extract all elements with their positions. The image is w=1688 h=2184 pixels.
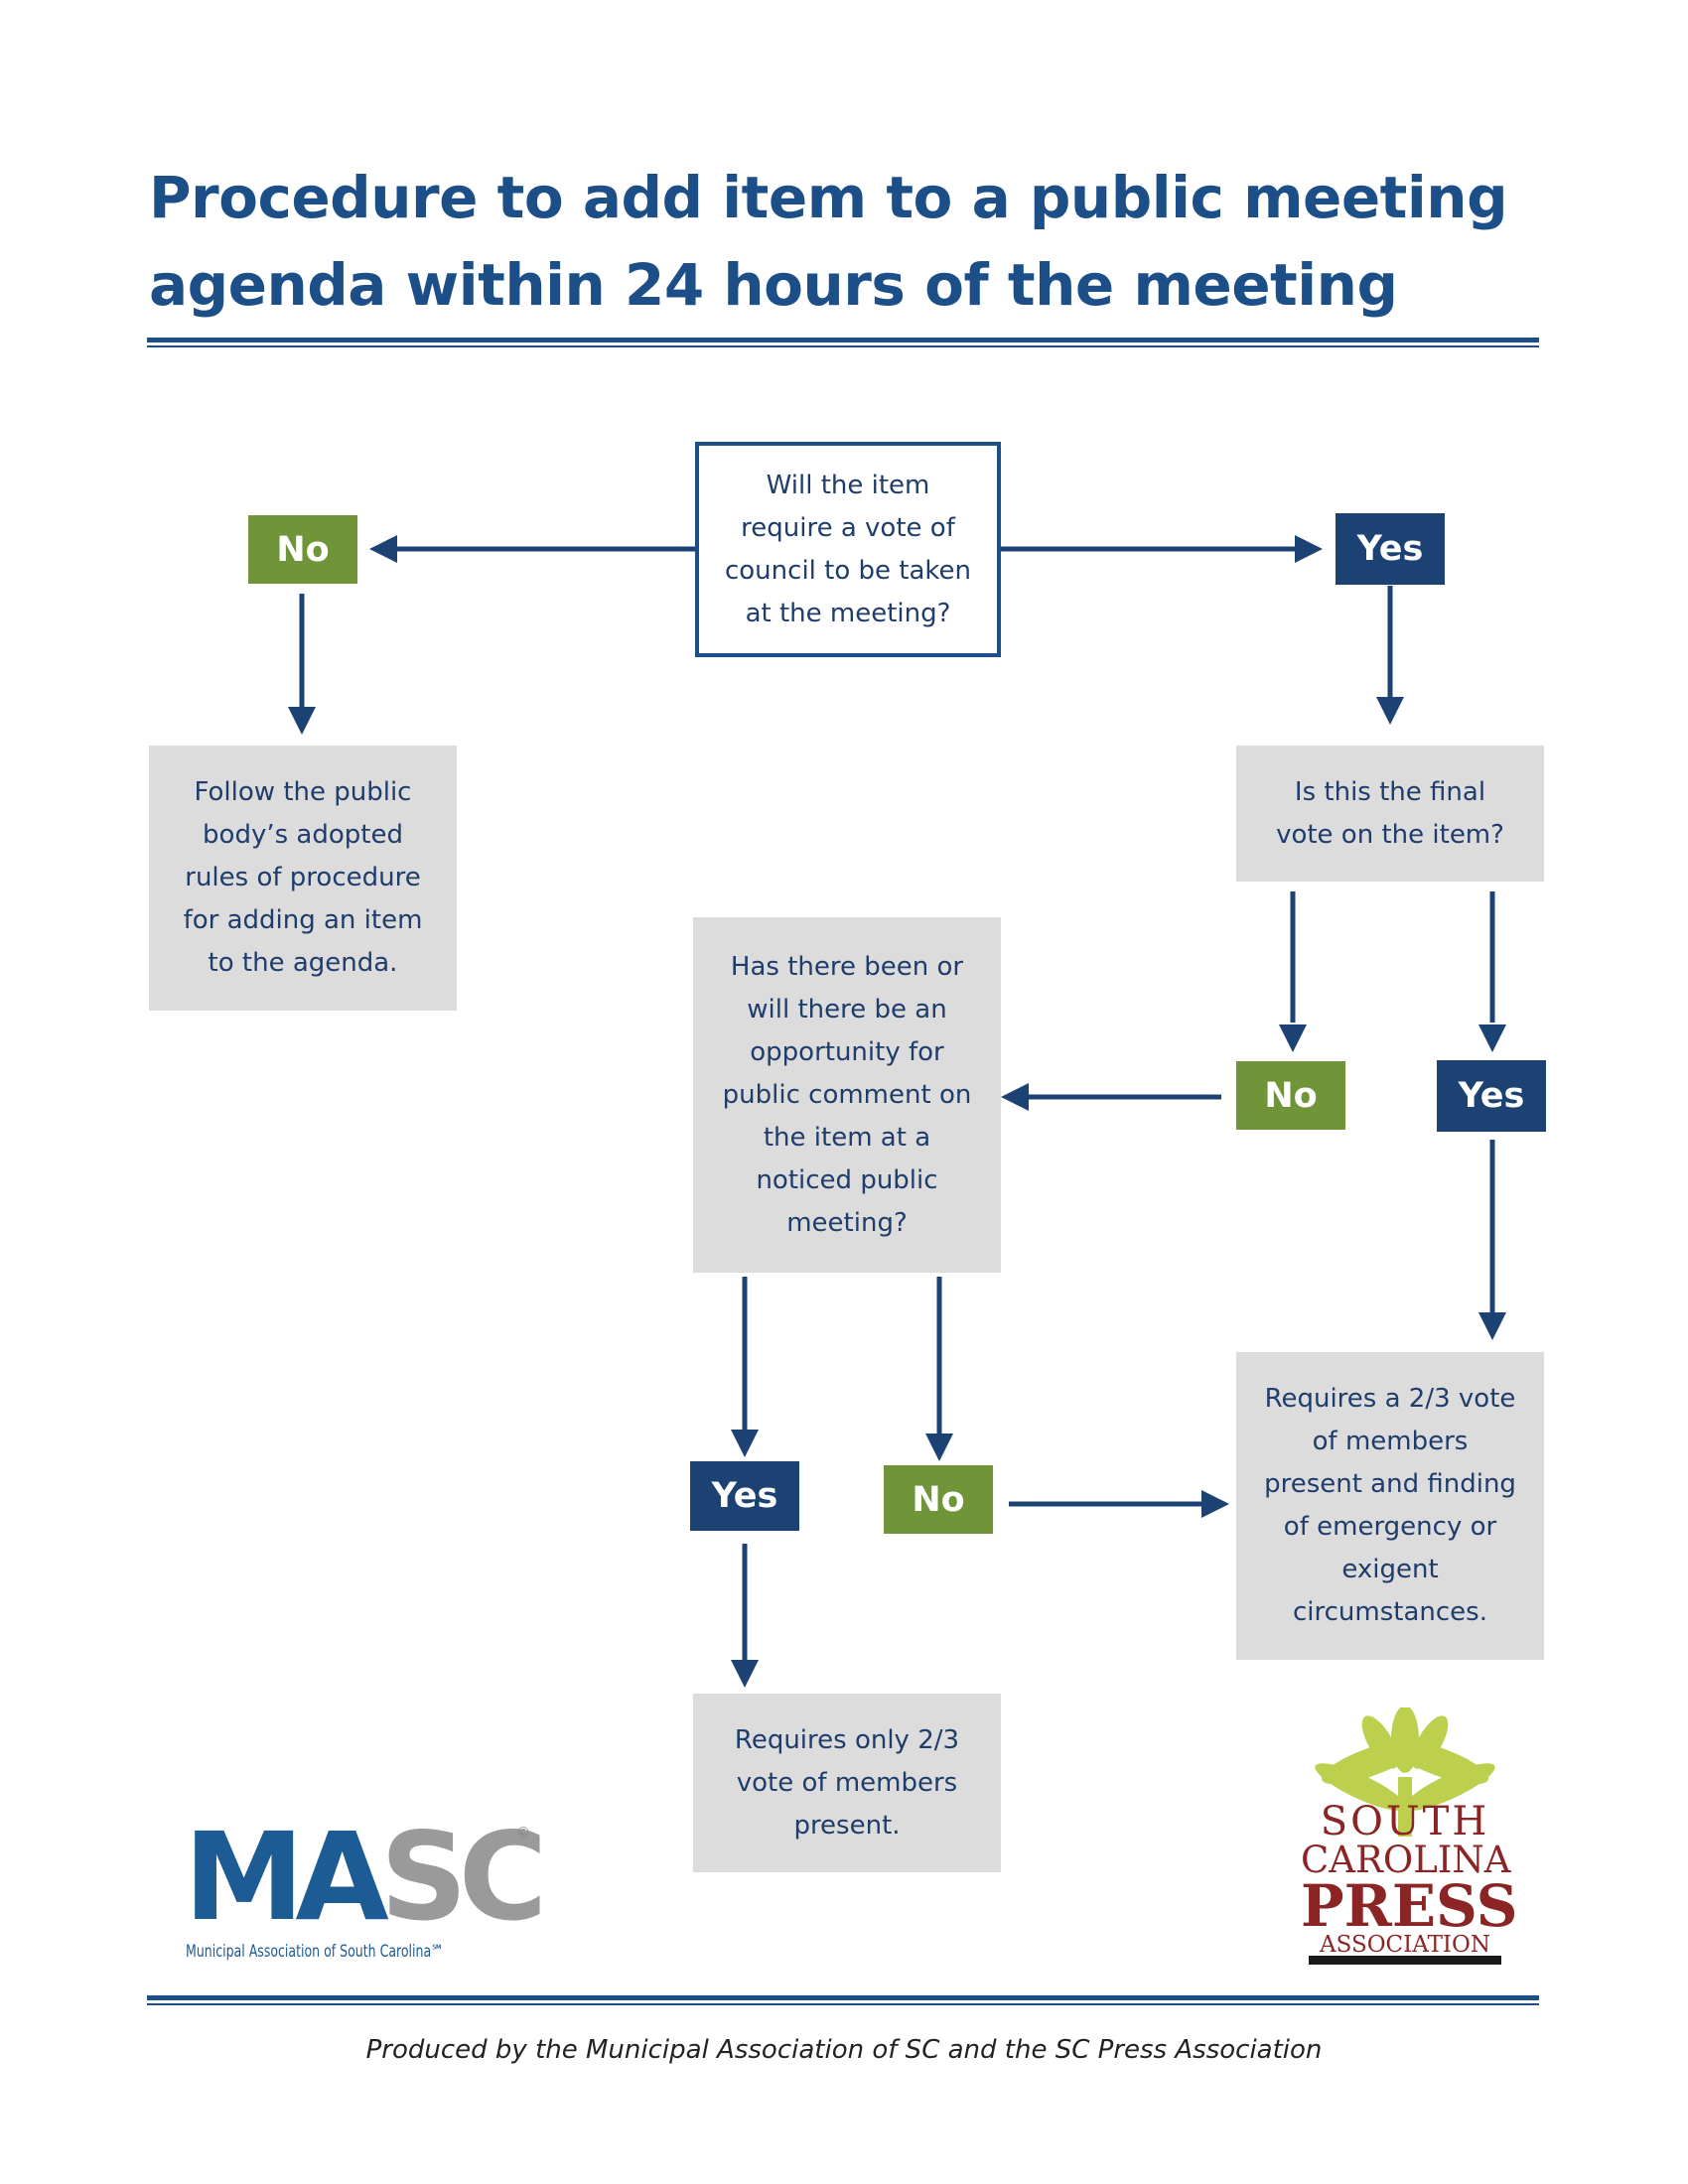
press-logo-line-2: CAROLINA: [1301, 1839, 1511, 1881]
arrowhead-down-yes3: [731, 1430, 759, 1457]
masc-logo: MASC © Municipal Association of South Ca…: [184, 1807, 547, 1962]
decision-public-comment: Has there been or will there be an oppor…: [693, 917, 1001, 1273]
outcome-emergency-vote: Requires a 2/3 vote of members present a…: [1236, 1352, 1544, 1660]
arrowhead-down-yes2: [1478, 1024, 1506, 1052]
sc-press-association-logo: SOUTH CAROLINA PRESS ASSOCIATION: [1301, 1707, 1518, 1966]
arrowhead-down-emergency: [1478, 1312, 1506, 1340]
arrowhead-down-follow: [288, 707, 316, 735]
decision-public-comment-text: Has there been or will there be an oppor…: [722, 951, 972, 1238]
press-logo-bar: [1309, 1956, 1501, 1965]
title-divider-thick: [147, 338, 1539, 342]
outcome-follow-rules: Follow the public body’s adopted rules o…: [149, 746, 457, 1011]
arrowhead-left-comment: [1001, 1083, 1029, 1111]
decision-vote-required: Will the item require a vote of council …: [695, 442, 1001, 657]
arrowhead-left-no: [369, 535, 397, 563]
arrowhead-down-no3: [925, 1433, 953, 1461]
answer-yes-vote: Yes: [1336, 513, 1445, 585]
press-logo-line-3: PRESS: [1301, 1872, 1518, 1940]
footer-divider-thick: [147, 1995, 1539, 2000]
outcome-two-thirds-vote: Requires only 2/3 vote of members presen…: [693, 1694, 1001, 1872]
decision-final-vote: Is this the final vote on the item?: [1236, 746, 1544, 882]
title-line-2: agenda within 24 hours of the meeting: [149, 251, 1398, 319]
answer-yes-comment: Yes: [690, 1461, 799, 1531]
arrowhead-down-no2: [1279, 1024, 1307, 1052]
palm-tree-icon: [1315, 1707, 1495, 1837]
outcome-two-thirds-vote-text: Requires only 2/3 vote of members presen…: [734, 1724, 960, 1841]
answer-yes-final: Yes: [1437, 1060, 1546, 1132]
title-divider-thin: [147, 345, 1539, 347]
page-title: Procedure to add item to a public meetin…: [149, 154, 1539, 329]
outcome-emergency-vote-text: Requires a 2/3 vote of members present a…: [1264, 1384, 1516, 1627]
footer-credit: Produced by the Municipal Association of…: [365, 2035, 1323, 2065]
answer-no-vote: No: [248, 515, 357, 584]
arrowhead-right-emergency: [1201, 1490, 1229, 1518]
masc-logo-subtitle: Municipal Association of South Carolina℠: [186, 1942, 444, 1962]
press-logo-line-1: SOUTH: [1320, 1799, 1490, 1844]
press-logo-line-4: ASSOCIATION: [1319, 1932, 1491, 1958]
answer-no-final: No: [1236, 1061, 1345, 1130]
decision-final-vote-text: Is this the final vote on the item?: [1276, 776, 1504, 850]
footer-divider-thin: [147, 2003, 1539, 2005]
arrowhead-down-two-thirds: [731, 1660, 759, 1688]
answer-no-comment: No: [884, 1465, 993, 1534]
decision-vote-required-text: Will the item require a vote of council …: [724, 470, 972, 628]
arrowhead-right-yes: [1295, 535, 1323, 563]
title-line-1: Procedure to add item to a public meetin…: [149, 164, 1508, 231]
outcome-follow-rules-text: Follow the public body’s adopted rules o…: [183, 777, 423, 978]
arrowhead-down-final: [1376, 697, 1404, 725]
